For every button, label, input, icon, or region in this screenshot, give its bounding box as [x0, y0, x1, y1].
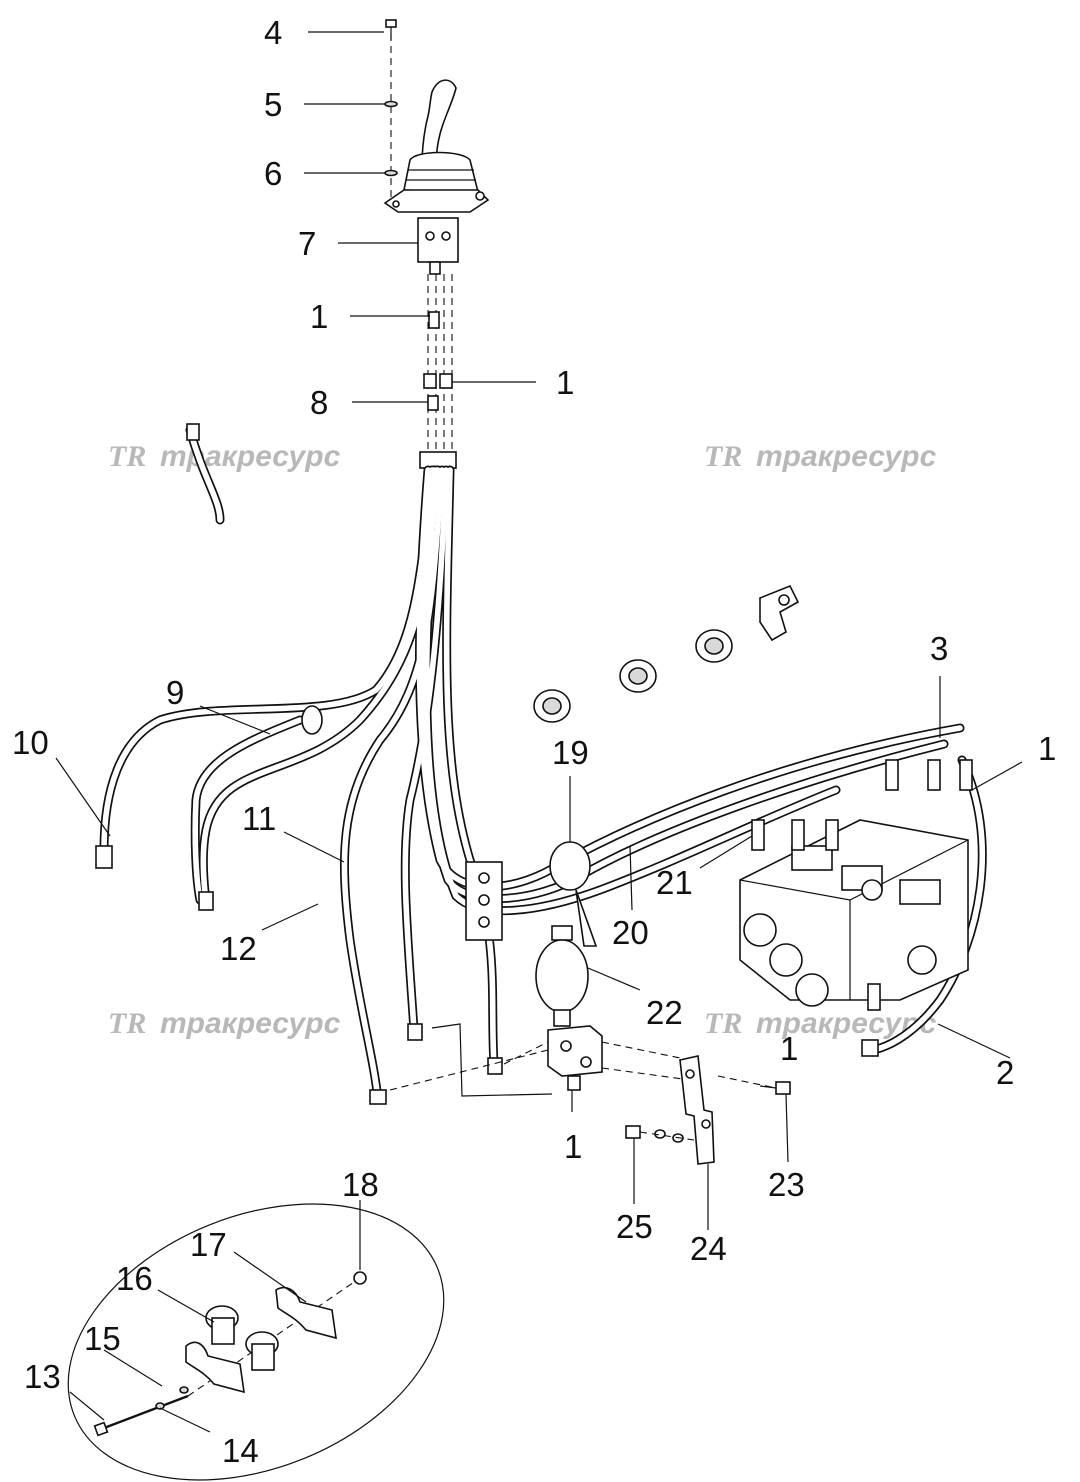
adapter	[427, 395, 439, 411]
pilot-valve-body	[417, 217, 459, 263]
callout-label: 14	[222, 1432, 259, 1469]
watermark-top-right: TR тракресурс	[704, 440, 937, 473]
callout-label: 4	[264, 14, 282, 51]
pilot-fitting	[959, 759, 973, 791]
hose-end-fitting	[186, 423, 200, 441]
hose-clamp	[301, 705, 323, 735]
callout-label: 3	[930, 630, 948, 667]
callout-label: 18	[342, 1166, 379, 1203]
callout-label: 2	[996, 1054, 1014, 1091]
callout-label: 11	[242, 800, 276, 837]
pilot-fitting	[867, 983, 881, 1011]
inset-outline	[67, 1203, 445, 1481]
pilot-fitting	[791, 819, 805, 851]
valve-body	[739, 819, 969, 1001]
watermark-mid-left: TR тракресурс	[108, 1007, 341, 1040]
callout-label: 24	[690, 1230, 727, 1267]
watermark-text: тракресурс	[756, 440, 937, 473]
hose-end-fitting	[95, 845, 113, 869]
bracket-assembly	[625, 1055, 791, 1165]
watermark-logo: TR	[108, 440, 146, 473]
callout-label: 25	[616, 1208, 653, 1245]
watermark-text: тракресурс	[160, 440, 341, 473]
callout-label: 7	[298, 225, 316, 262]
accumulator-assembly	[389, 925, 777, 1097]
valve-block	[547, 1025, 603, 1077]
loose-rings	[533, 584, 800, 723]
callout-label: 10	[12, 724, 49, 761]
bracket	[679, 1055, 715, 1165]
hose-end-fitting	[487, 1057, 503, 1075]
pilot-fitting	[927, 759, 941, 791]
watermark-text: тракресурс	[160, 1007, 341, 1040]
mounting-lug	[759, 584, 800, 642]
spool-cap	[795, 973, 829, 1007]
fitting	[423, 373, 437, 389]
callout-label: 9	[166, 674, 184, 711]
washer	[384, 169, 398, 177]
hose-end-fitting	[861, 1039, 879, 1057]
callout-label: 21	[656, 864, 693, 901]
callout-label: 12	[220, 930, 257, 967]
spool-cap	[743, 913, 777, 947]
hose-bundle	[95, 423, 987, 1105]
nut	[353, 1271, 367, 1285]
clamp-half	[275, 1286, 337, 1340]
callout-label: 1	[1038, 730, 1056, 767]
hose-end-fitting	[407, 1023, 423, 1041]
callout-label: 8	[310, 384, 328, 421]
joystick-boot	[403, 151, 480, 193]
pilot-fitting	[825, 819, 839, 851]
accumulator	[535, 939, 589, 1013]
joystick-base-plate	[383, 189, 490, 213]
bolt-head	[385, 19, 397, 28]
callout-label: 1	[556, 364, 574, 401]
callout-label: 1	[564, 1128, 582, 1165]
watermark-logo: TR	[704, 1007, 742, 1040]
callout-label: 22	[646, 994, 683, 1031]
watermark-logo: TR	[704, 440, 742, 473]
washer	[384, 100, 398, 108]
control-valve	[739, 759, 973, 1011]
bolt-head	[775, 1081, 791, 1095]
callout-numbers: 4 5 6 7 1 8 1 9 10 11 12 19 20 21 3 1 22…	[12, 14, 1056, 1469]
callout-label: 1	[310, 298, 328, 335]
watermark-top-left: TR тракресурс	[108, 440, 341, 473]
hose-end-fitting	[369, 1089, 387, 1105]
callout-label: 23	[768, 1166, 805, 1203]
bolt-head	[625, 1125, 641, 1139]
spool-cap	[769, 943, 803, 977]
joystick-assembly	[383, 19, 490, 469]
callout-label: 19	[552, 734, 589, 771]
callout-label: 13	[24, 1358, 61, 1395]
leader-lines	[55, 31, 1023, 1433]
callout-label: 5	[264, 86, 282, 123]
pilot-fitting	[751, 819, 765, 851]
hose-clamp-block	[465, 841, 598, 947]
callout-label: 15	[84, 1320, 121, 1357]
callout-label: 16	[116, 1260, 153, 1297]
clamp-half	[185, 1341, 245, 1394]
inset-detail	[67, 1203, 445, 1481]
fitting	[439, 373, 453, 389]
hose-sleeve	[549, 841, 591, 891]
fitting	[428, 311, 440, 329]
callout-label: 1	[780, 1030, 798, 1067]
watermark-logo: TR	[108, 1007, 146, 1040]
pilot-fitting	[885, 759, 899, 791]
callout-label: 20	[612, 914, 649, 951]
callout-label: 6	[264, 155, 282, 192]
hose-end-fitting	[198, 891, 214, 911]
callout-label: 17	[190, 1226, 227, 1263]
